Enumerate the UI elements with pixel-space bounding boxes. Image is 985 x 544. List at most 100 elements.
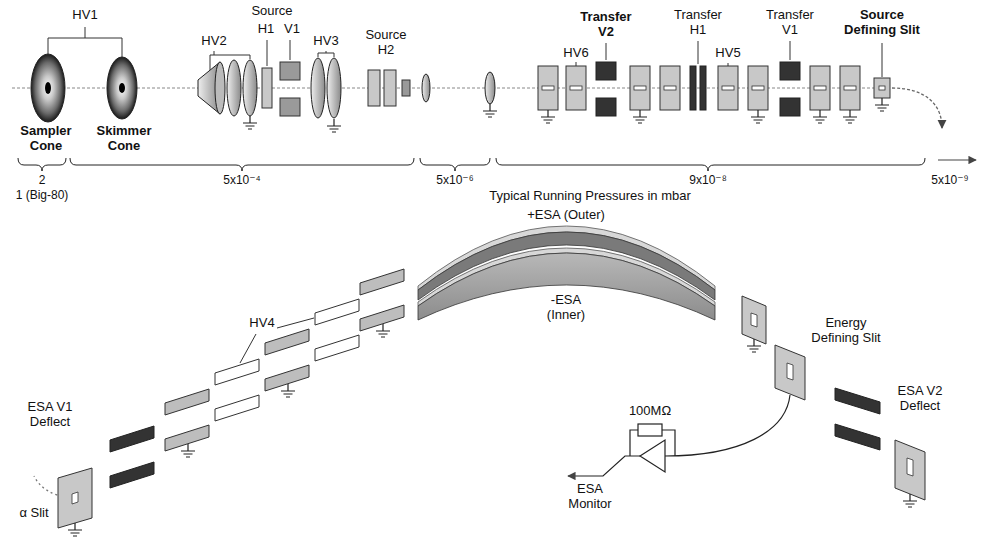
deflector-plate [596,98,616,116]
energy-slit-plate [775,345,805,400]
pressure-value: 9x10⁻⁸ [689,174,726,188]
part-label: Source Defining Slit [839,8,925,38]
lens-disk [227,60,241,116]
pressure-arrow [938,159,976,160]
slit-plate [630,66,650,110]
lens-plate [165,425,209,451]
deflector-plate [700,66,706,110]
cone-orifice [45,82,51,94]
pressure-value: 5x10⁻⁴ [223,174,261,188]
component-value: 100MΩ [629,404,671,419]
deflector-plate [780,98,800,116]
deflector-plate [835,424,880,450]
part-label: ESA V1 Deflect [20,400,80,430]
electrode-label: +ESA (Outer) [527,208,605,223]
pressure-bracket [420,158,490,171]
ground-symbol [541,110,555,123]
ground-slit-plate [895,440,925,500]
leader-bracket [48,27,122,57]
plate-slot [907,458,913,476]
aperture-disk [422,74,430,102]
ground-symbol [376,324,390,337]
slit-plate [718,66,738,110]
cone-rim [215,62,225,114]
deflector-plate [835,388,880,414]
deflector-plate [110,426,154,452]
deflector-plate [110,462,154,488]
skimmer-cone [107,57,137,119]
pressure-bracket [70,158,414,171]
ground-symbol [903,494,917,507]
beam-path [892,88,942,128]
slit-plate [660,66,680,110]
ground-symbol [181,444,195,457]
lens-plate [215,359,259,385]
resistor-symbol [638,424,662,436]
deflector-plate [280,98,300,116]
plate-slot [751,313,757,327]
aperture-plate [402,80,410,96]
lens-disk [311,58,325,118]
part-label: Transfer V1 [760,8,820,38]
lens-plate [215,395,259,421]
deflector-plate [384,70,396,106]
pressure-bracket [496,158,925,171]
part-label: Energy Defining Slit [809,316,883,346]
lens-plate [165,389,209,415]
ground-symbol [843,110,857,123]
slit-plate [810,66,830,110]
leader-line [267,40,290,66]
ground-symbol [813,110,827,123]
electrode-label: -ESA (Inner) [543,293,589,323]
plate-slot [72,492,78,504]
alpha-slit-plate [58,468,92,528]
voltage-label: HV6 [563,46,588,61]
slit-plate [538,66,558,110]
deflector-plate [780,62,800,80]
output-arrow [568,456,640,476]
leader-bracket [210,51,250,70]
voltage-label: HV4 [249,316,274,331]
pressure-value: 1 (Big-80) [16,189,69,203]
voltage-label: HV2 [201,34,226,49]
lens-plate [265,365,309,391]
pressure-value: 5x10⁻⁹ [931,174,969,188]
part-label: V1 [284,22,300,37]
plate-slot [787,363,793,380]
lens-disk [327,58,341,118]
lens-plate [315,299,359,325]
deflector-plate [596,62,616,80]
pressure-bracket [18,158,66,171]
lens-plate [360,269,404,295]
slit-plate [840,66,860,110]
ground-symbol [633,110,647,123]
output-label: ESA Monitor [565,482,615,512]
lens-plate [265,329,309,355]
part-label: α Slit [19,506,48,521]
pressure-value: 2 [39,174,46,188]
ground-slit-plate [742,296,766,344]
ground-symbol [751,110,765,123]
part-label: Source H2 [361,28,411,58]
part-label: H1 [258,22,275,37]
part-label: Transfer V2 [574,10,638,40]
part-label: Transfer H1 [668,8,728,38]
voltage-label: HV5 [715,46,740,61]
source-slit [874,78,890,98]
part-label: ESA V2 Deflect [890,384,950,414]
plate-slot [879,86,885,90]
axis-caption: Typical Running Pressures in mbar [489,189,691,204]
part-label: Sampler Cone [14,124,78,154]
lens-plate [360,305,404,331]
ground-symbol [747,339,761,352]
voltage-label: HV1 [72,8,97,23]
part-label: Source [251,4,292,19]
ground-symbol [875,98,889,111]
lens-disk [243,60,257,116]
aperture-disk [485,72,495,104]
amplifier-symbol [640,440,665,472]
ground-symbol [281,384,295,397]
